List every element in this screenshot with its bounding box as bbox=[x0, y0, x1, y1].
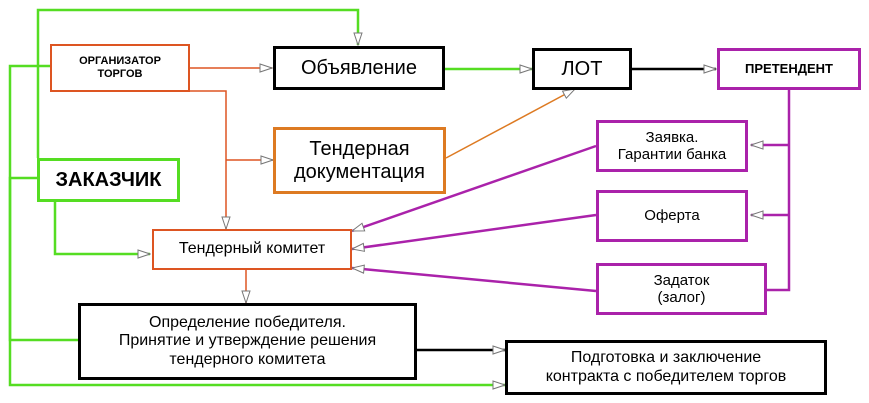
applicant-connectors bbox=[352, 90, 791, 293]
applicant-bracket-line bbox=[767, 90, 791, 292]
customer-connectors bbox=[8, 8, 532, 385]
applicant-node: ПРЕТЕНДЕНТ bbox=[717, 48, 861, 90]
customer-to-committee-line bbox=[53, 202, 150, 254]
organizer-node: ОРГАНИЗАТОР ТОРГОВ bbox=[50, 44, 190, 92]
application-to-committee-line bbox=[352, 144, 597, 233]
tender-docs-to-lot-line bbox=[445, 89, 575, 159]
customer-to-announcement-line bbox=[36, 8, 358, 158]
black-connectors bbox=[417, 69, 716, 350]
customer-to-winner-line bbox=[8, 176, 80, 342]
application-node: Заявка. Гарантии банка bbox=[596, 120, 748, 172]
organizer-connectors bbox=[190, 68, 273, 229]
contract-node: Подготовка и заключение контракта с побе… bbox=[505, 340, 827, 395]
customer-node: ЗАКАЗЧИК bbox=[37, 158, 180, 202]
committee-node: Тендерный комитет bbox=[152, 229, 352, 270]
organizer-to-committee-line bbox=[190, 90, 226, 229]
customer-left-bus-line bbox=[8, 64, 505, 385]
deposit-to-committee-line bbox=[352, 268, 597, 293]
lot-node: ЛОТ bbox=[532, 48, 632, 90]
offer-to-committee-line bbox=[352, 213, 597, 249]
tender-docs-node: Тендерная документация bbox=[273, 127, 446, 194]
announcement-node: Объявление bbox=[273, 46, 445, 90]
deposit-node: Задаток (залог) bbox=[596, 263, 767, 315]
winner-node: Определение победителя. Принятие и утвер… bbox=[78, 303, 417, 380]
offer-node: Оферта bbox=[596, 190, 748, 242]
